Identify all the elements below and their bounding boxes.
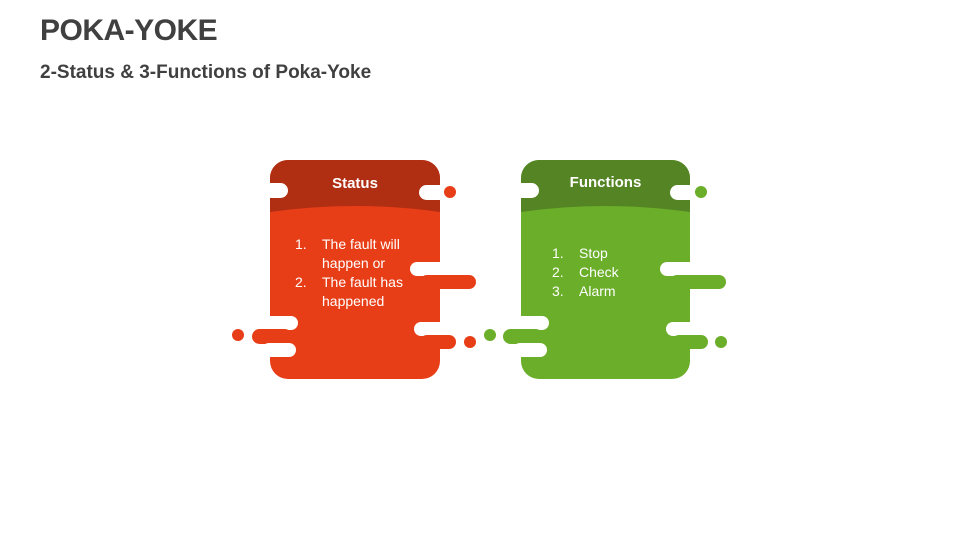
- list-item-text: Check: [579, 264, 619, 280]
- list-item: 1. The fault will happen or: [295, 235, 415, 273]
- list-item-number: 2.: [295, 274, 307, 290]
- functions-card-list: 1. Stop 2. Check 3. Alarm: [552, 244, 662, 301]
- slide-subtitle: 2-Status & 3-Functions of Poka-Yoke: [40, 62, 372, 83]
- list-item-number: 1.: [295, 236, 307, 252]
- list-item-text: The fault will happen or: [322, 236, 400, 271]
- status-card-shape: [232, 160, 476, 379]
- list-item-number: 3.: [552, 283, 564, 299]
- list-item: 3. Alarm: [552, 282, 662, 301]
- list-item-text: Alarm: [579, 283, 616, 299]
- status-card-title: Status: [332, 175, 378, 192]
- functions-card-shape: [484, 160, 727, 379]
- functions-card-title: Functions: [569, 174, 642, 191]
- list-item-text: The fault has happened: [322, 274, 403, 309]
- slide-title: POKA-YOKE: [40, 14, 218, 47]
- list-item: 2. The fault has happened: [295, 273, 415, 311]
- list-item-number: 1.: [552, 245, 564, 261]
- status-card-list: 1. The fault will happen or 2. The fault…: [295, 235, 415, 311]
- list-item: 2. Check: [552, 263, 662, 282]
- list-item: 1. Stop: [552, 244, 662, 263]
- list-item-number: 2.: [552, 264, 564, 280]
- list-item-text: Stop: [579, 245, 608, 261]
